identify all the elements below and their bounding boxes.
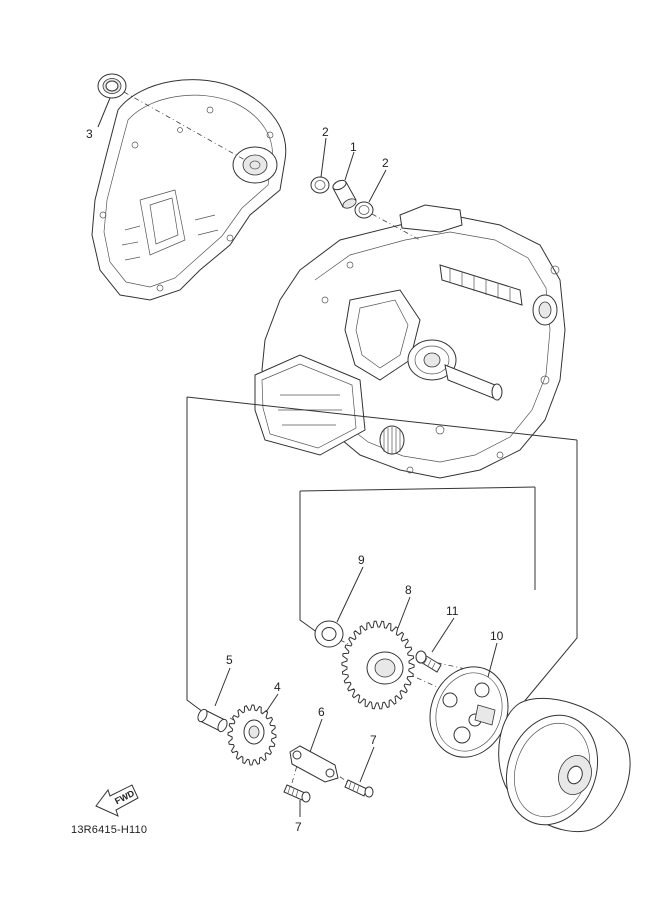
- callout-10: 10: [490, 629, 504, 643]
- callout-2-right: 2: [382, 156, 389, 170]
- callout-6: 6: [318, 705, 325, 719]
- part-2-clip-right: [354, 201, 374, 219]
- callout-7-upper: 7: [370, 733, 377, 747]
- forward-arrow-icon: FWD: [95, 784, 139, 817]
- part-9-washer: [314, 620, 344, 648]
- engine-crankcase: [254, 204, 566, 479]
- assembly-guide-lines: [186, 396, 578, 791]
- part-4-gear: [227, 704, 277, 766]
- part-3-oil-seal: [97, 73, 246, 161]
- part-11-bolt: [415, 650, 442, 673]
- callout-5: 5: [226, 653, 233, 667]
- callout-2-left: 2: [322, 125, 329, 139]
- callout-1: 1: [350, 140, 357, 154]
- part-6-plate: [289, 745, 339, 783]
- callout-7-lower: 7: [295, 820, 302, 834]
- callout-11: 11: [446, 604, 459, 618]
- diagram-code: 13R6415-H110: [71, 824, 147, 836]
- flywheel-rotor: [498, 697, 631, 832]
- crankcase-cover: [91, 79, 287, 301]
- callout-3: 3: [86, 127, 93, 141]
- part-7-screw-upper: [344, 779, 374, 798]
- part-7-screw-lower: [283, 784, 311, 803]
- callout-8: 8: [405, 583, 412, 597]
- part-8-gear: [341, 620, 415, 710]
- callout-leaders: [97, 97, 498, 817]
- part-10-starter-clutch: [429, 666, 509, 758]
- callout-4: 4: [274, 680, 281, 694]
- callout-9: 9: [358, 553, 365, 567]
- part-5-pin: [197, 708, 228, 733]
- part-2-clip-left: [310, 176, 330, 194]
- part-1-collar: [332, 179, 357, 209]
